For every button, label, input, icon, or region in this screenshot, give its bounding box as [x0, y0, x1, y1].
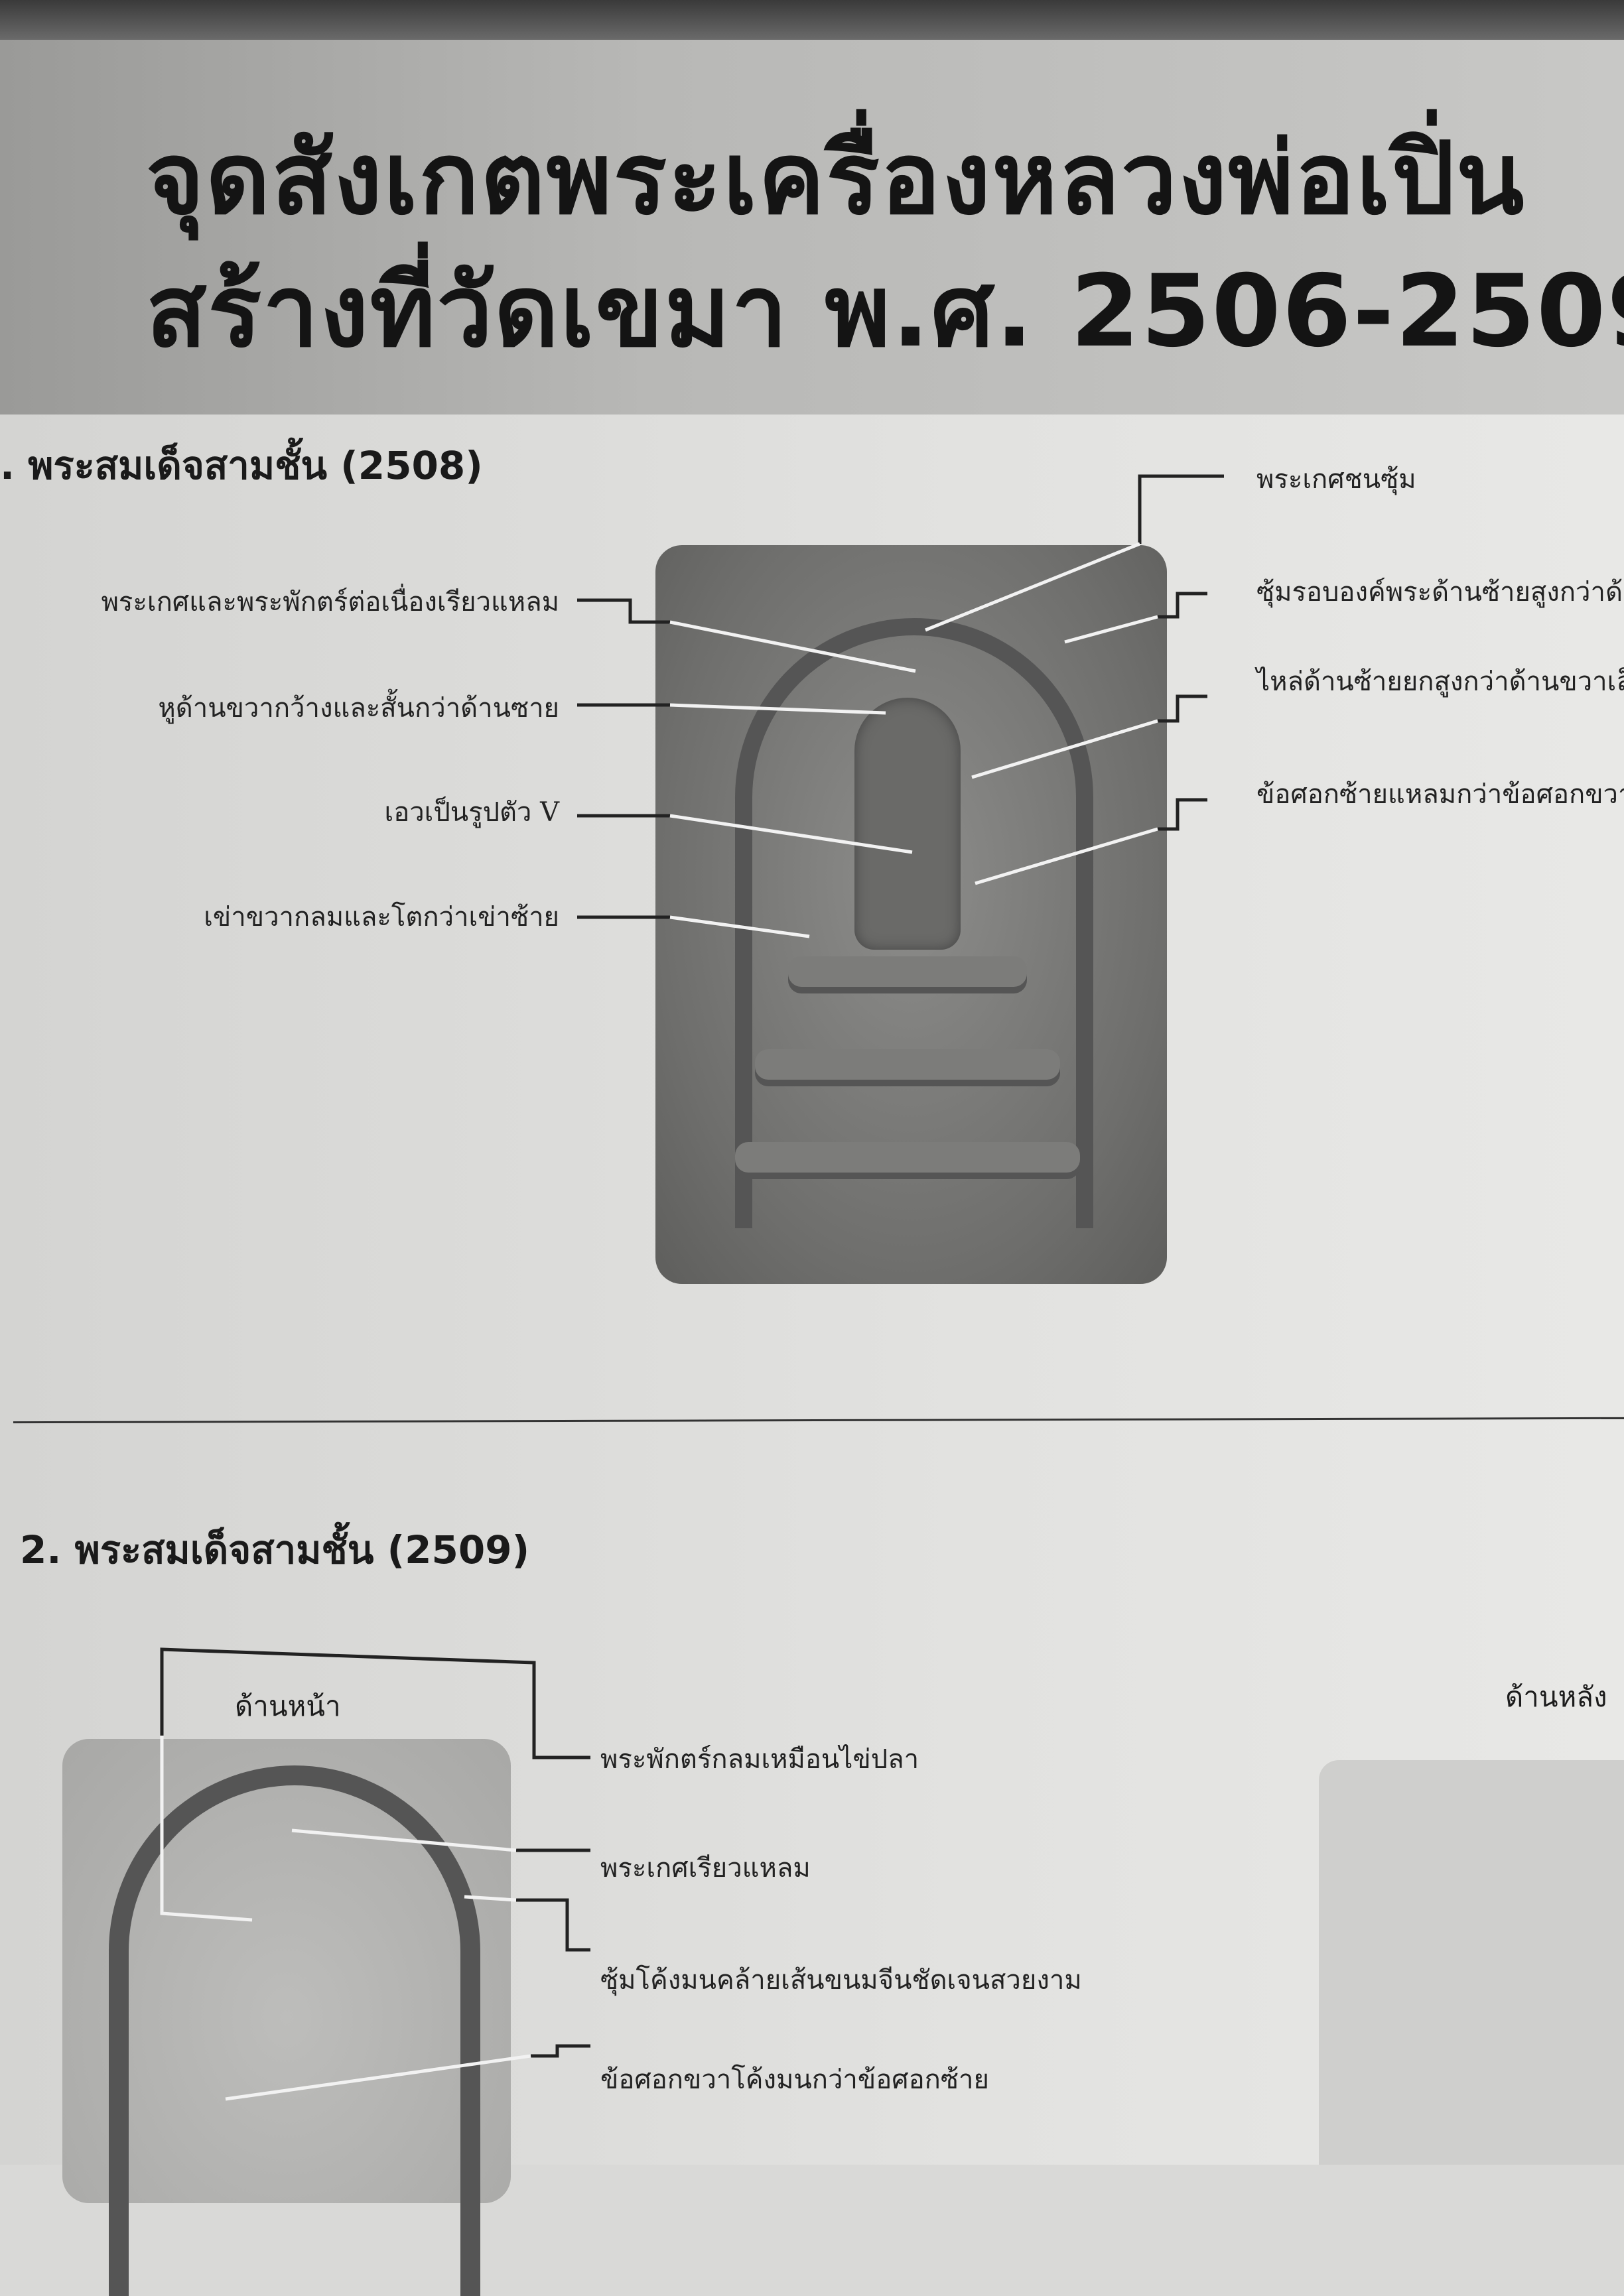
amulet-photo-2509-back: [1319, 1760, 1624, 2165]
pointer-line: [225, 2054, 531, 2101]
annotation-left-3: เอวเป็นรูปตัว V: [384, 797, 559, 828]
annotation-s2-3: ซุ้มโค้งมนคล้ายเส้นขนมจีนชัดเจนสวยงาม: [600, 1965, 1082, 1996]
amulet-tier: [755, 1049, 1060, 1080]
pointer-line: [669, 814, 913, 854]
page-title-line2: สร้างที่วัดเขมา พ.ศ. 2506-2509: [146, 254, 1624, 369]
pointer-line: [669, 620, 916, 673]
pointer-line: [669, 915, 810, 938]
pointer-line: [1064, 615, 1158, 644]
annotation-s2-1: พระพักตร์กลมเหมือนไข่ปลา: [600, 1744, 919, 1775]
pointer-line: [464, 1895, 517, 1902]
annotation-right-2: ซุ้มรอบองค์พระด้านซ้ายสูงกว่าด้านขวา: [1256, 577, 1624, 607]
top-band: [0, 0, 1624, 40]
leader-line: [516, 1898, 590, 1952]
annotation-s2-4: ข้อศอกขวาโค้งมนกว่าข้อศอกซ้าย: [600, 2065, 989, 2095]
leader-line: [577, 598, 670, 624]
amulet-photo-2508: [655, 545, 1167, 1284]
pointer-line: [925, 542, 1140, 632]
annotation-left-1: พระเกศและพระพักตร์ต่อเนื่องเรียวแหลม: [101, 587, 559, 617]
front-side-label: ด้านหน้า: [235, 1690, 341, 1722]
leader-line: [160, 1647, 590, 1759]
leader-line: [1158, 694, 1207, 723]
amulet-tier: [735, 1142, 1080, 1173]
annotation-left-2: หูด้านขวากว้างและสั้นกว่าด้านซาย: [158, 693, 559, 724]
page-title-line1: จุดสังเกตพระเครื่องหลวงพ่อเปิ่น: [146, 121, 1526, 237]
pointer-line: [291, 1828, 517, 1852]
amulet-photo-2509-front: [62, 1739, 511, 2296]
leader-line: [531, 2044, 590, 2058]
section2-heading: 2. พระสมเด็จสามชั้น (2509): [20, 1527, 530, 1572]
leader-line: [1138, 474, 1224, 544]
section1-heading: . พระสมเด็จสามชั้น (2508): [0, 443, 483, 488]
buddha-figure: [854, 698, 961, 950]
title-band: [0, 40, 1624, 415]
annotation-right-1: พระเกศชนซุ้ม: [1256, 464, 1416, 495]
pointer-line: [669, 703, 886, 715]
amulet-tier: [788, 956, 1027, 987]
annotation-right-4: ข้อศอกซ้ายแหลมกว่าข้อศอกขวา: [1256, 779, 1624, 810]
back-side-label: ด้านหลัง: [1505, 1681, 1607, 1713]
annotation-left-4: เข่าขวากลมและโตกว่าเข่าซ้าย: [204, 902, 559, 932]
annotation-s2-2: พระเกศเรียวแหลม: [600, 1853, 811, 1883]
leader-lines: [160, 474, 1224, 2101]
annotation-right-3: ไหล่ด้านซ้ายยกสูงกว่าด้านขวาเล็กน้อย: [1256, 667, 1624, 697]
leader-line: [1158, 592, 1207, 619]
leader-line: [1158, 798, 1207, 831]
pointer-line: [975, 827, 1158, 885]
pointer-line: [160, 1736, 253, 1922]
pointer-line: [971, 719, 1158, 779]
